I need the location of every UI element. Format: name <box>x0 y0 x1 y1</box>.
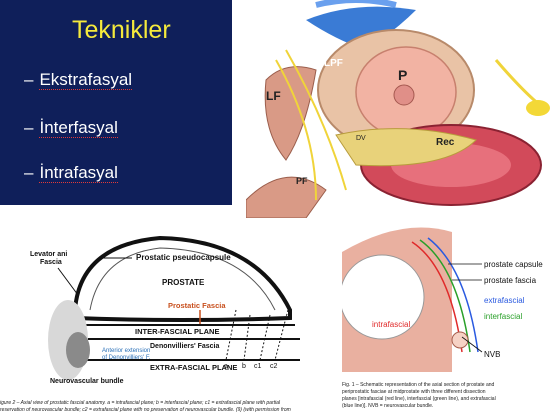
schematic-caption-line-3: planes [intrafascial (red line), interfa… <box>342 396 496 402</box>
slide-title: Teknikler <box>72 16 171 44</box>
label-pf: PF <box>296 176 308 186</box>
plane-a-line <box>225 309 237 361</box>
plane-b-line <box>243 314 251 361</box>
leader-nvb <box>461 336 483 353</box>
label-p: P <box>398 67 407 83</box>
nvb-dot <box>451 331 469 349</box>
bullet-dash: – <box>24 70 34 89</box>
schematic-caption-line-1: Fig. 1 – Schematic representation of the… <box>342 382 495 388</box>
nvb-stipple <box>66 332 90 368</box>
vessel-branch <box>315 0 397 8</box>
letter-a: a <box>224 363 228 370</box>
bullet-text: İnterfasyal <box>39 118 118 138</box>
plane-c2-line <box>274 309 289 361</box>
axial-caption-line-2: reservation of neurovascular bundle; c2 … <box>0 407 291 413</box>
label-intrafascial: intrafascial <box>372 320 410 329</box>
bullet-text: İntrafasyal <box>39 163 118 183</box>
schematic-caption-line-4: (blue line)]. NVB = neurovascular bundle… <box>342 403 434 409</box>
urethra <box>393 84 415 106</box>
label-prostate-capsule: prostate capsule <box>484 260 543 269</box>
label-levator: Levator ani <box>30 251 67 258</box>
label-extra-fascial: EXTRA-FASCIAL PLANE <box>150 363 237 372</box>
plane-c1-line <box>259 314 271 361</box>
label-denonvilliers: Denonvilliers' Fascia <box>150 343 219 350</box>
axial-view-svg: Levator ani Fascia Prostatic pseudocapsu… <box>30 235 300 385</box>
ganglion-right <box>526 100 550 116</box>
label-rec: Rec <box>436 137 455 148</box>
letter-c2: c2 <box>270 363 278 370</box>
label-inter-fascial: INTER-FASCIAL PLANE <box>135 327 219 336</box>
bullet-text: Ekstrafasyal <box>39 70 133 90</box>
label-prostate: PROSTATE <box>162 278 205 287</box>
vessels-top <box>306 6 416 51</box>
interfascial-line <box>419 239 471 353</box>
bullet-dash: – <box>24 163 34 182</box>
nerve-left-2 <box>275 59 317 201</box>
bullet-ekstrafasyal: –Ekstrafasyal <box>24 70 133 90</box>
extrafascial-line <box>427 237 479 353</box>
left-fascia <box>264 66 317 161</box>
label-nvb: NVB <box>484 350 500 359</box>
fascia-line <box>89 247 276 311</box>
label-anterior-ext-1: Anterior extension <box>102 348 150 354</box>
bullet-interfasyal: –İnterfasyal <box>24 118 118 138</box>
label-extrafascial: extrafascial <box>484 296 525 305</box>
label-lf: LF <box>266 89 281 103</box>
axial-caption-line-1: igure 2 – Axial view of prostatic fascia… <box>0 400 281 406</box>
label-anterior-ext-2: of Denonvilliers' F. <box>102 355 151 361</box>
bullet-intrafasyal: –İntrafasyal <box>24 163 118 183</box>
anatomy-illustration-svg: LPF P LF DV Rec PF <box>245 0 550 219</box>
axial-view-figure: Levator ani Fascia Prostatic pseudocapsu… <box>0 210 336 420</box>
schematic-figure: prostate capsule prostate fascia extrafa… <box>339 222 560 420</box>
levator-arrow <box>57 267 79 296</box>
label-lpf: LPF <box>324 58 343 69</box>
label-nvb: Neurovascular bundle <box>50 378 124 385</box>
bullet-dash: – <box>24 118 34 137</box>
label-prostatic-fascia: Prostatic Fascia <box>168 301 226 310</box>
label-dv: DV <box>356 135 366 142</box>
letter-b: b <box>242 363 246 370</box>
anatomy-illustration: LPF P LF DV Rec PF <box>245 0 560 219</box>
title-panel: Teknikler –Ekstrafasyal –İnterfasyal –İn… <box>0 0 232 205</box>
schematic-svg: prostate capsule prostate fascia extrafa… <box>339 222 560 372</box>
label-pseudocapsule: Prostatic pseudocapsule <box>136 253 231 262</box>
label-prostate-fascia: prostate fascia <box>484 276 537 285</box>
label-interfascial: interfascial <box>484 312 522 321</box>
label-fascia: Fascia <box>40 259 62 266</box>
pelvic-floor <box>245 176 327 219</box>
letter-c1: c1 <box>254 363 262 370</box>
nerve-left <box>285 49 347 191</box>
schematic-caption-line-2: periprostatic fasciae at midprostate wit… <box>342 389 486 395</box>
denonvilliers-fat <box>335 128 477 167</box>
